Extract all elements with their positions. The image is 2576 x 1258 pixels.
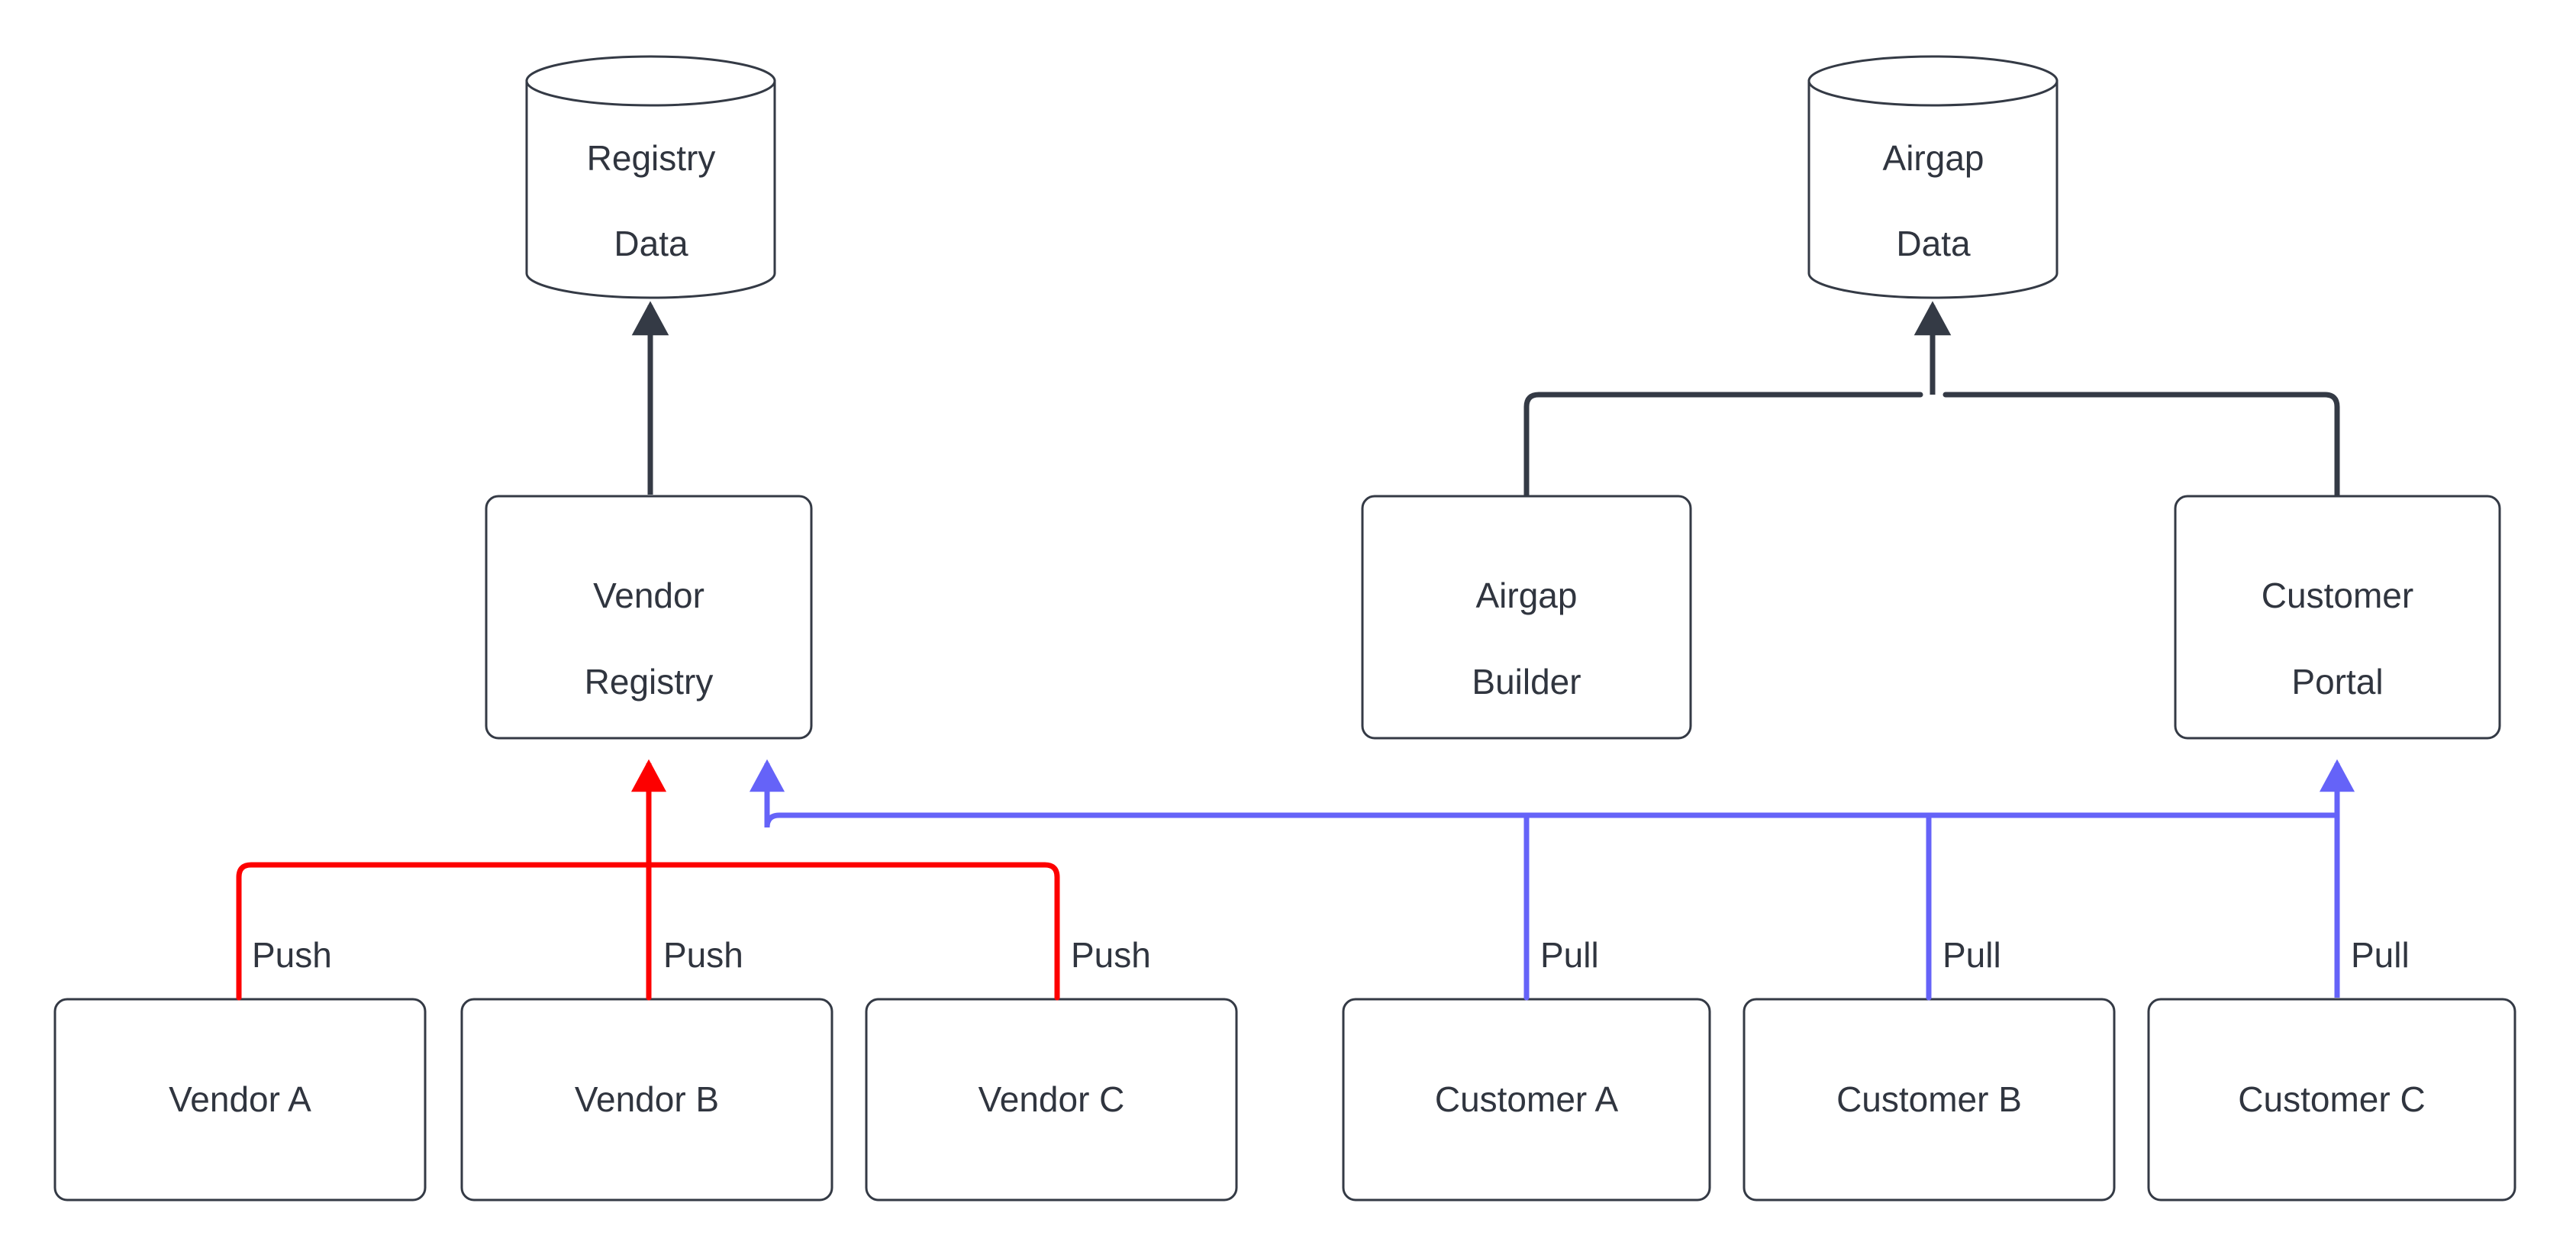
vendor-c-box-shape <box>865 998 1238 1202</box>
edge-label-pull-customer-c: Pull <box>2351 935 2410 975</box>
vendor-b-box-shape <box>460 998 833 1202</box>
edge-label-push-vendor-a: Push <box>252 935 332 975</box>
airgap-data-cylinder-shape <box>1807 55 2059 299</box>
edge-pull-bus-elbow <box>764 812 2340 828</box>
customer-portal-box-shape <box>2174 495 2501 740</box>
edge-vendor-c-push <box>646 862 1060 1001</box>
edge-customer-portal-to-airgap-data <box>1942 392 2340 498</box>
customer-b-box-shape <box>1743 998 2116 1202</box>
customer-a-box-shape <box>1342 998 1711 1202</box>
edge-label-pull-customer-b: Pull <box>1942 935 2001 975</box>
edge-label-push-vendor-c: Push <box>1071 935 1151 975</box>
edge-label-pull-customer-a: Pull <box>1540 935 1599 975</box>
edge-label-push-vendor-b: Push <box>663 935 743 975</box>
edge-airgap-builder-to-airgap-data <box>1523 392 1923 498</box>
customer-c-box-shape <box>2147 998 2516 1202</box>
registry-data-cylinder-shape <box>525 55 776 299</box>
vendor-registry-box-shape <box>485 495 813 740</box>
edge-vendor-a-push <box>236 862 652 1001</box>
airgap-builder-box-shape <box>1361 495 1692 740</box>
vendor-a-box-shape <box>53 998 427 1202</box>
